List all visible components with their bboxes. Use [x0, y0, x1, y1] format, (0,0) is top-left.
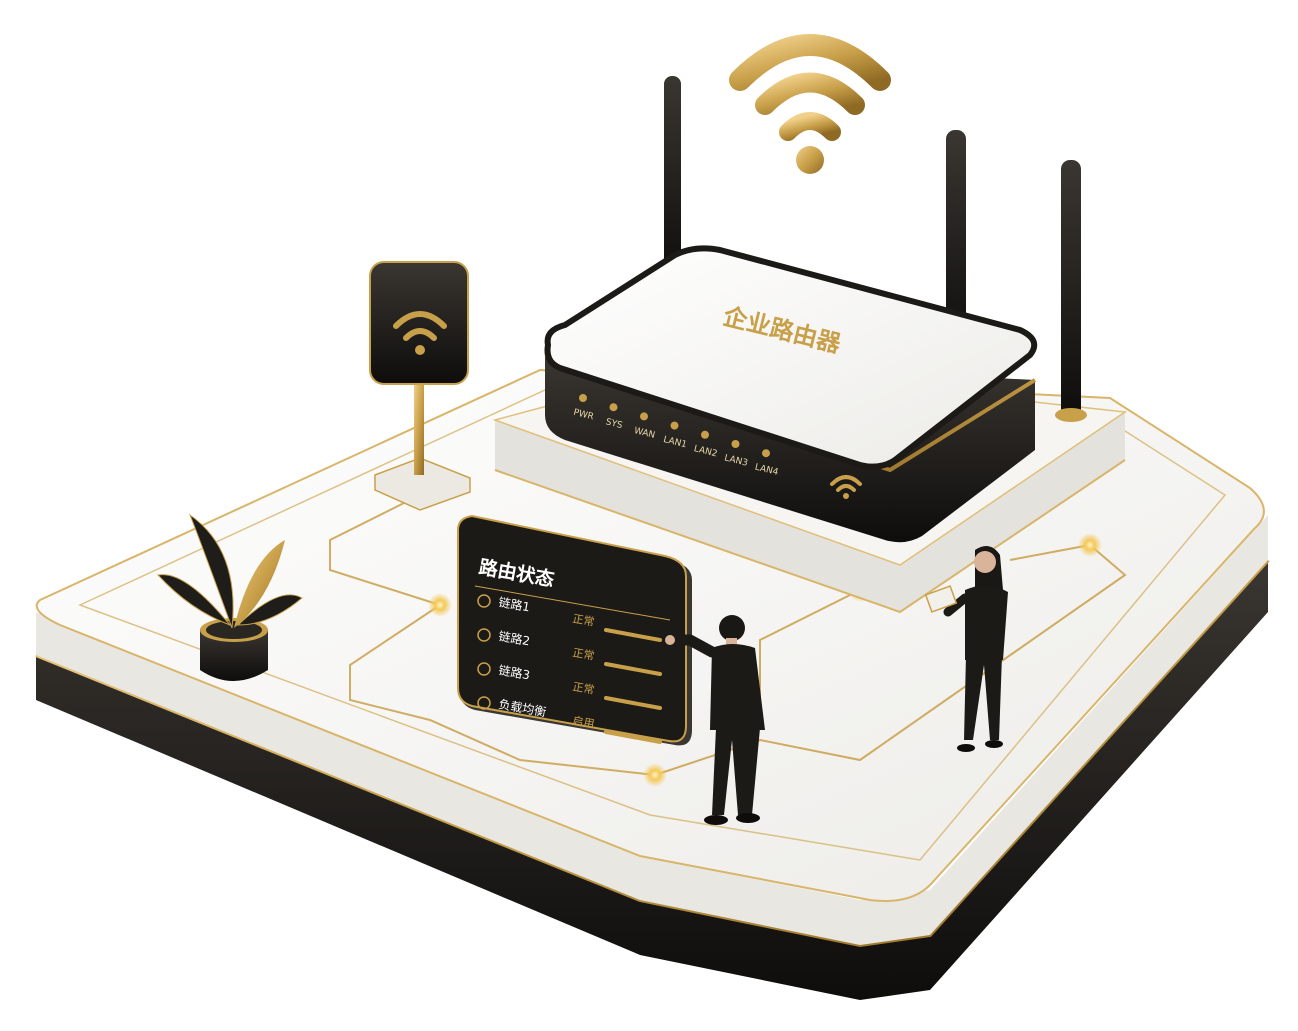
status-row-icon — [477, 594, 491, 608]
platform-base — [36, 560, 1268, 1000]
status-row-bar — [604, 662, 662, 676]
antenna-left — [664, 76, 681, 281]
status-row-bar — [604, 628, 662, 642]
status-row-bar — [604, 696, 662, 710]
status-row-name: 链路1 — [497, 594, 531, 614]
person-woman — [924, 546, 1008, 752]
wifi-sign — [369, 261, 471, 511]
status-row-state: 正常 — [571, 612, 595, 629]
status-row-name: 链路3 — [497, 662, 531, 682]
antenna-right — [1061, 160, 1081, 420]
status-row-icon — [477, 628, 491, 642]
wifi-sign-icon — [393, 311, 447, 355]
status-row-icon — [477, 662, 491, 676]
status-row: 链路3 正常 — [477, 662, 662, 710]
status-row-name: 链路2 — [497, 628, 531, 648]
router-wifi-icon — [830, 475, 862, 499]
person-man — [665, 615, 765, 825]
status-row-icon — [477, 696, 491, 710]
led-label: SYS — [605, 417, 624, 431]
status-row: 链路2 正常 — [477, 628, 662, 676]
led-pwr: PWR — [572, 394, 595, 423]
led-label: PWR — [572, 408, 594, 423]
led-wan: WAN — [633, 412, 656, 441]
router-top — [544, 245, 1038, 470]
status-row-state: 正常 — [571, 646, 595, 663]
status-row: 链路1 正常 — [477, 594, 662, 642]
wifi-icon — [729, 34, 891, 174]
led-label: WAN — [633, 426, 656, 441]
status-row-state: 正常 — [571, 680, 595, 697]
status-row-bar — [604, 730, 662, 744]
antenna-mid — [946, 130, 966, 355]
led-sys: SYS — [605, 403, 624, 431]
plant-icon — [157, 513, 303, 681]
status-row-state: 启用 — [571, 714, 595, 731]
